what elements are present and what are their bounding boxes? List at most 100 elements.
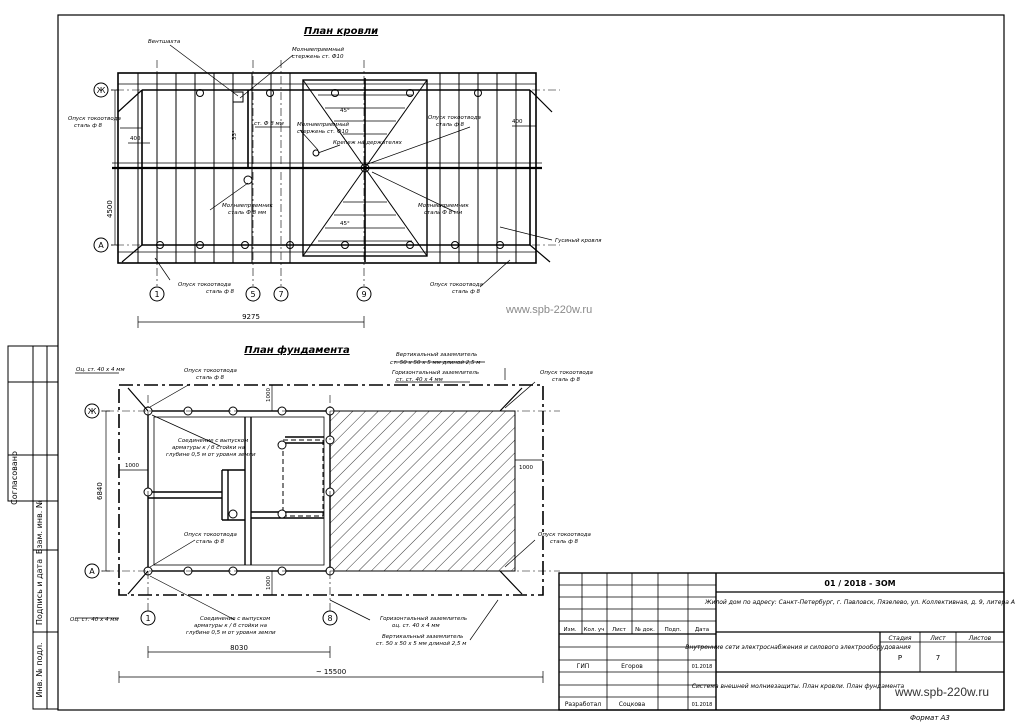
- stamp-gip: ГИП: [577, 663, 590, 670]
- roof-axis-5: 5: [250, 290, 255, 299]
- roof-ml-left-1: Опуск токоотвода: [68, 116, 122, 122]
- side-strip: [7, 345, 59, 710]
- stamp-list-val: 7: [936, 654, 940, 662]
- found-sv-1: Соединение с выпуском: [178, 438, 248, 444]
- stamp-h-ndok: № док.: [635, 627, 655, 633]
- roof-ang-3: 33°: [232, 130, 238, 140]
- found-op-mr-1: Опуск токоотвода: [538, 532, 592, 538]
- stamp-h-data: Дата: [695, 627, 709, 633]
- format-label: Формат А3: [910, 714, 950, 722]
- found-dim-8030: 8030: [230, 644, 248, 652]
- found-gzb-2: оц. ст. 40 х 4 мм: [392, 623, 440, 629]
- stamp-razr-name: Соцкова: [619, 701, 646, 708]
- roof-dim-9275: 9275: [242, 313, 260, 321]
- roof-st8-top: ст. Ф 8 мм: [254, 121, 284, 127]
- roof-dim-4500: 4500: [106, 200, 114, 218]
- stamp-razr: Разработал: [565, 701, 602, 708]
- roof-axis-1: 1: [154, 290, 159, 299]
- roof-dim-400b: 400: [512, 119, 523, 125]
- stamp-listov: Листов: [968, 635, 992, 642]
- found-vz-1: Вертикальный заземлитель: [396, 352, 477, 358]
- stamp-gip-date: 01.2018: [692, 664, 713, 670]
- roof-title: План кровли: [304, 26, 378, 37]
- found-dim-1000a: 1000: [125, 463, 139, 469]
- stamp-code: 01 / 2018 - ЗОМ: [824, 579, 895, 588]
- stamp-h-izm: Изм.: [564, 627, 577, 633]
- found-op-t-1: Опуск токоотвода: [184, 368, 238, 374]
- found-sb-3: глубине 0,5 м от уровня земли: [186, 630, 276, 636]
- found-dim-1000b: 1000: [266, 388, 272, 402]
- stamp-system: Внутренние сети электроснабжения и силов…: [685, 644, 911, 651]
- found-dim-6840: 6840: [96, 482, 104, 500]
- roof-ventshakhta: Вентшахта: [148, 39, 181, 45]
- stamp-object: Жилой дом по адресу: Санкт-Петербург, г.…: [704, 599, 1015, 606]
- roof-mp-2: стержень ст. Ф10: [292, 54, 344, 60]
- roof-mp-mid-1: Молниеприемный: [297, 122, 349, 128]
- found-axes: [84, 403, 338, 626]
- roof-rab-2: сталь Ф 8 мм: [228, 210, 266, 216]
- side-vzam: Взам. инв. №: [35, 499, 44, 554]
- found-op-mr-2: сталь ф 8: [550, 539, 579, 545]
- side-soglasovano: Согласовано: [10, 451, 19, 505]
- found-title: План фундамента: [244, 344, 350, 356]
- roof-bot-2: сталь ф 8: [206, 289, 235, 295]
- found-dim-1000c: 1000: [519, 465, 533, 471]
- stamp-stadiya: Стадия: [888, 635, 911, 642]
- found-vz-2: ст. 50 х 50 х 5 мм длиной 2,5 м: [390, 360, 480, 366]
- found-axis-8: 8: [327, 614, 332, 623]
- roof-mp-r-1: Молниеприемник: [418, 203, 470, 209]
- found-sb-1: Соединение с выпуском: [200, 616, 270, 622]
- found-op-tr-2: сталь ф 8: [552, 377, 581, 383]
- found-sv-2: арматуры к / б стойки на: [172, 445, 246, 451]
- stamp-razr-date: 01.2018: [692, 702, 713, 708]
- stamp-list: Лист: [929, 635, 946, 642]
- roof-mp-mid-2: стержень ст. Ф10: [297, 129, 349, 135]
- roof-rab-1: Молниеприемник: [222, 203, 274, 209]
- found-gzb-1: Горизонтальный заземлитель: [380, 616, 467, 622]
- stamp-gip-name: Егоров: [621, 663, 643, 670]
- side-inv: Инв. № подл.: [35, 642, 44, 697]
- roof-plan: [100, 44, 560, 328]
- roof-kind: Гусиный кровля: [555, 238, 602, 244]
- stamp-h-list: Лист: [612, 627, 627, 633]
- found-axis-zh: Ж: [88, 407, 97, 416]
- roof-conn: Крепеж на держателях: [333, 140, 403, 146]
- found-op-t-2: сталь ф 8: [196, 375, 225, 381]
- found-axis-a: А: [89, 567, 95, 576]
- stamp-h-kol: Кол. уч: [584, 627, 605, 633]
- found-axis-1: 1: [145, 614, 150, 623]
- found-oc-bl: Оц. ст. 40 х 4 мм: [70, 617, 119, 623]
- roof-ang-1: 45°: [340, 108, 350, 114]
- found-gz-2: ст. ст. 40 х 4 мм: [396, 377, 443, 383]
- found-oc-tl: Оц. ст. 40 х 4 мм: [76, 367, 125, 373]
- roof-bot-3: Опуск токоотвода: [430, 282, 484, 288]
- roof-ang-2: 45°: [340, 221, 350, 227]
- found-vzb-1: Вертикальный заземлитель: [382, 634, 463, 640]
- found-vzb-2: ст. 50 х 50 х 5 мм длиной 2,5 м: [376, 641, 466, 647]
- roof-axis-9: 9: [361, 290, 366, 299]
- roof-bot-4: сталь ф 8: [452, 289, 481, 295]
- roof-ml-right-2: сталь ф 8: [436, 122, 465, 128]
- roof-mp-1: Молниеприемный: [292, 47, 344, 53]
- roof-bot-1: Опуск токоотвода: [178, 282, 232, 288]
- roof-axis-zh: Ж: [97, 86, 106, 95]
- stamp-h-podp: Подп.: [665, 627, 682, 633]
- found-dim-1000d: 1000: [266, 576, 272, 590]
- side-podp: Подпись и дата: [35, 559, 44, 625]
- stamp-site: www.spb-220w.ru: [894, 685, 989, 699]
- roof-dim-400a: 400: [130, 136, 141, 142]
- stamp-sheet-title: Система внешней молниезащиты. План кровл…: [692, 683, 905, 690]
- title-block: [558, 572, 1005, 711]
- found-op-ml-1: Опуск токоотвода: [184, 532, 238, 538]
- foundation-plan: [75, 361, 560, 683]
- roof-axis-7: 7: [278, 290, 283, 299]
- found-sb-2: арматуры к / б стойки на: [194, 623, 268, 629]
- found-op-ml-2: сталь ф 8: [196, 539, 225, 545]
- found-sv-3: глубине 0,5 м от уровня земли: [166, 452, 256, 458]
- roof-mp-r-2: сталь Ф 8 мм: [424, 210, 462, 216]
- roof-ml-right-1: Опуск токоотвода: [428, 115, 482, 121]
- roof-axis-a: А: [98, 241, 104, 250]
- found-dim-15500: ~ 15500: [316, 668, 346, 676]
- watermark: www.spb-220w.ru: [505, 304, 592, 316]
